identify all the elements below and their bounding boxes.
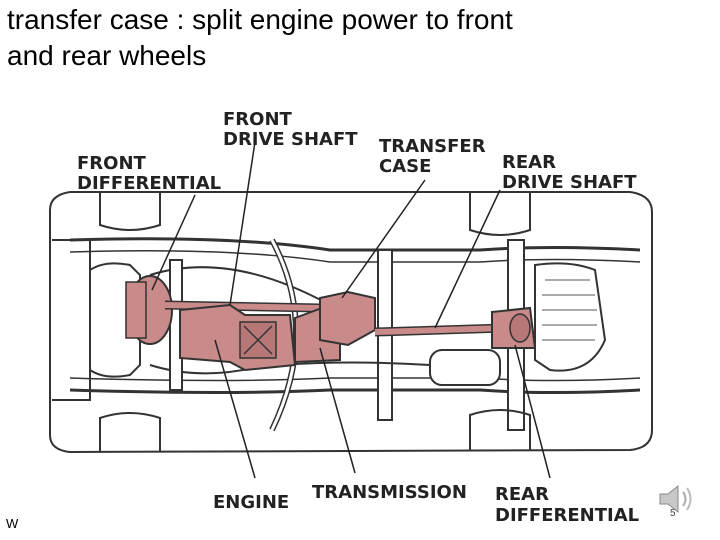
frame-rail-top-inner [70,251,640,262]
leader-transmission [320,348,355,473]
front-wheel-well-bottom [100,413,160,452]
label-rear-differential: REAR DIFFERENTIAL [495,484,639,526]
frame-rail-top [70,239,640,250]
engine-block [180,305,295,370]
label-transmission: TRANSMISSION [312,482,467,503]
slide-number: 5 [670,508,676,519]
front-bumper [52,240,90,400]
rear-tank [535,263,605,370]
label-front-differential: FRONT DIFFERENTIAL [77,153,221,194]
leader-rear-drive-shaft [435,190,500,328]
exhaust-pipe [280,363,430,366]
muffler [430,350,500,385]
label-front-drive-shaft: FRONT DRIVE SHAFT [223,109,358,150]
rear-wheel-well-top [470,192,530,235]
frame-rail-bottom [70,390,640,393]
footer-text: W [6,516,18,531]
leader-front-drive-shaft [230,142,255,305]
title-line-2: and rear wheels [7,40,206,71]
title-line-1: transfer case : split engine power to fr… [7,4,513,35]
front-wheel-well-top [100,192,160,230]
label-rear-drive-shaft: REAR DRIVE SHAFT [502,152,637,193]
label-engine: ENGINE [213,492,289,513]
drivetrain-diagram: FRONT DRIVE SHAFT FRONT DIFFERENTIAL TRA… [30,100,700,530]
slide-title: transfer case : split engine power to fr… [7,2,697,74]
transfer-case [320,292,375,345]
frame-rail-bottom-inner [70,378,640,381]
label-transfer-case: TRANSFER CASE [379,136,492,177]
